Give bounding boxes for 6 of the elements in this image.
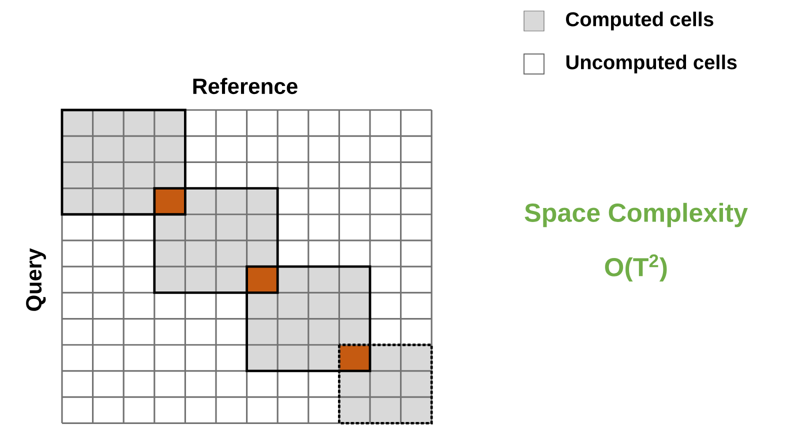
complexity-label: O(T$^{2}$) bbox=[605, 254, 667, 282]
complexity-label: Space Complexity bbox=[524, 202, 748, 228]
legend-text: Uncomputed cells bbox=[566, 54, 737, 74]
axis-label: Reference bbox=[193, 78, 298, 94]
axis-label: Query bbox=[26, 248, 46, 311]
legend-text: Computed cells bbox=[566, 12, 714, 30]
